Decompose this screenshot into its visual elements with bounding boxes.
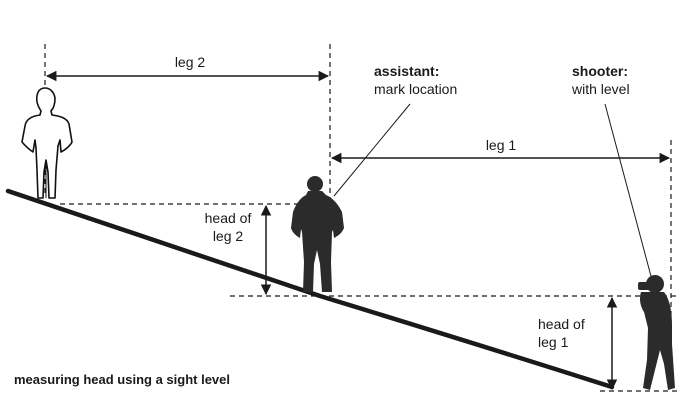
assistant-subtitle: mark location (374, 81, 458, 97)
head-of-leg2-line2: leg 2 (212, 228, 244, 244)
shooter-leader-line (604, 103, 653, 281)
leg2-label: leg 2 (174, 54, 206, 70)
dimension-arrows (45, 70, 671, 391)
assistant-annotation: assistant: mark location (374, 62, 457, 98)
leader-lines (333, 103, 653, 281)
head-of-leg2-label: head of leg 2 (196, 209, 260, 245)
shooter-subtitle: with level (572, 81, 630, 97)
diagram-caption: measuring head using a sight level (14, 372, 231, 387)
head-of-leg1-line2: leg 1 (538, 334, 569, 350)
head-of-leg1-line1: head of (538, 316, 585, 332)
head-of-leg2-line1: head of (204, 210, 252, 226)
ground-slope-line (5, 188, 615, 390)
shooter-title: shooter: (572, 63, 628, 79)
assistant-title: assistant: (374, 63, 440, 79)
shooter-annotation: shooter: with level (572, 62, 630, 98)
assistant-figure (291, 176, 344, 292)
shooter-figure (638, 275, 675, 390)
leg1-label: leg 1 (485, 137, 517, 153)
outline-person-figure (21, 87, 73, 199)
assistant-leader-line (333, 103, 411, 197)
head-of-leg1-label: head of leg 1 (538, 315, 602, 351)
